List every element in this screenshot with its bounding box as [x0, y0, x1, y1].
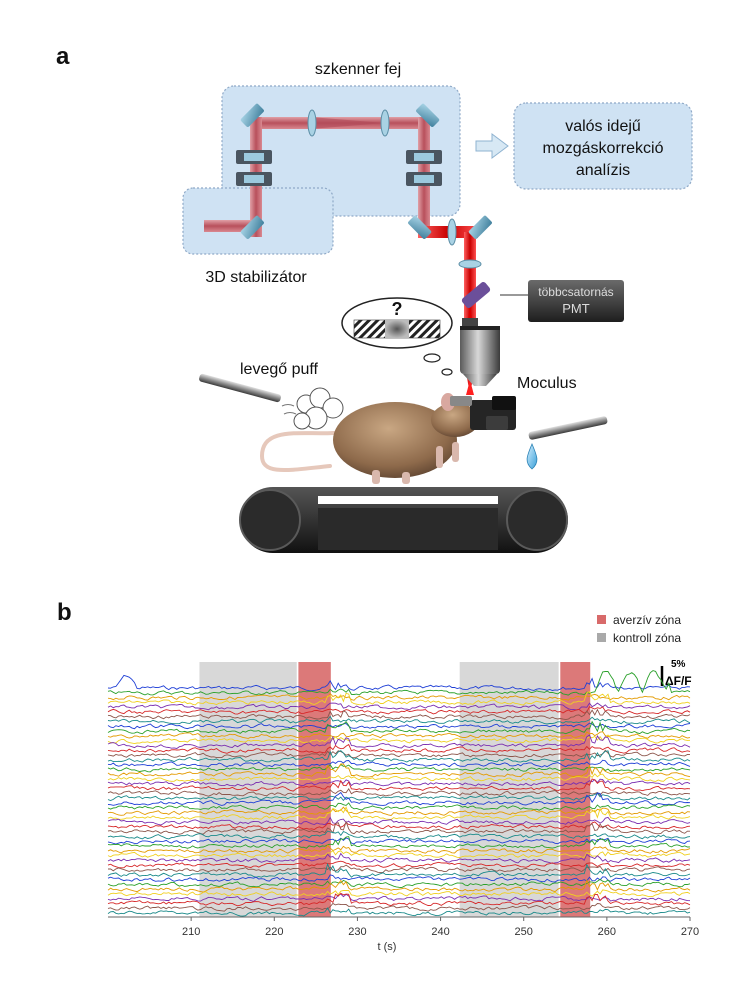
trace-line: [107, 849, 691, 859]
analysis-box: [513, 102, 693, 190]
lens-icon: [307, 109, 482, 269]
trace-line: [107, 852, 691, 864]
trace-line: [107, 892, 691, 907]
trace-line: [107, 763, 691, 778]
trace-line: [107, 879, 691, 893]
trace-line: [107, 670, 691, 696]
trace-line: [107, 874, 691, 883]
trace-line: [107, 674, 691, 692]
trace-line: [107, 706, 691, 715]
arrow-right-icon: [475, 133, 509, 159]
water-drop-icon: [526, 442, 538, 470]
trace-line: [107, 820, 690, 835]
trace-line: [107, 720, 691, 735]
air-puff-label: levegő puff: [240, 361, 319, 378]
trace-line: [107, 788, 691, 797]
trace-line: [107, 750, 691, 763]
x-tick-label: 250: [515, 926, 533, 938]
traces-group: [107, 670, 691, 917]
panel-b-letter: b: [57, 599, 72, 626]
water-spout-icon: [528, 416, 608, 440]
dichroic-mirror-icon: [461, 281, 491, 309]
x-tick-label: 260: [598, 926, 616, 938]
legend-aversive-swatch: [597, 615, 606, 624]
trace-line: [108, 864, 691, 874]
trace-line: [107, 806, 691, 821]
x-tick-label: 230: [348, 926, 366, 938]
trace-line: [107, 802, 691, 811]
trace-line: [107, 778, 691, 792]
analysis-line-3: analízis: [576, 162, 630, 179]
pmt-label-2: PMT: [562, 301, 590, 316]
legend-control-label: kontroll zóna: [613, 631, 681, 645]
trace-line: [107, 691, 691, 706]
trace-line: [107, 731, 691, 739]
scale-bar-unit: ΔF/F: [665, 674, 692, 688]
panel-a-letter: a: [56, 43, 70, 70]
moculus-headset-icon: [450, 396, 516, 430]
trace-line: [107, 734, 691, 749]
trace-line: [107, 778, 691, 787]
trace-line: [107, 830, 691, 840]
trace-line: [107, 759, 691, 768]
trace-line: [107, 749, 691, 759]
scale-bar: 5% ΔF/F: [660, 659, 692, 688]
trace-line: [107, 878, 691, 889]
trace-line: [107, 743, 691, 754]
treadmill: [239, 487, 568, 553]
trace-line: [107, 773, 691, 782]
analysis-line-1: valós idejű: [565, 118, 641, 135]
air-nozzle-icon: [199, 373, 281, 403]
objective-icon: [460, 318, 500, 386]
air-puff-cloud-icon: [281, 387, 344, 430]
legend-aversive-label: averzív zóna: [613, 613, 681, 627]
analysis-line-2: mozgáskorrekció: [543, 140, 664, 157]
trace-line: [107, 734, 691, 745]
legend-control-swatch: [597, 633, 606, 642]
pmt-label-1: többcsatornás: [538, 285, 613, 299]
trace-line: [107, 862, 691, 878]
trace-line: [107, 816, 691, 826]
trace-line: [107, 889, 691, 898]
x-axis-label: t (s): [378, 941, 397, 953]
x-tick-label: 210: [182, 926, 200, 938]
trace-line: [107, 907, 691, 917]
x-tick-label: 240: [431, 926, 449, 938]
trace-line: [107, 791, 691, 806]
moculus-label: Moculus: [517, 375, 577, 392]
stabilizer-label: 3D stabilizátor: [205, 269, 307, 286]
trace-line: [107, 836, 691, 849]
trace-line: [107, 708, 691, 721]
galvo-scanner-icon: [236, 150, 442, 186]
thought-bubble: [341, 297, 453, 376]
trace-line: [107, 837, 691, 845]
trace-line: [107, 806, 691, 816]
x-axis: 210 220 230 240 250 260 270: [108, 916, 699, 938]
question-mark: ?: [392, 299, 403, 319]
trace-line: [107, 702, 691, 711]
x-tick-label: 270: [681, 926, 699, 938]
legend: averzív zóna kontroll zóna: [597, 613, 681, 645]
trace-line: [107, 692, 691, 701]
scanner-head-label: szkenner fej: [315, 61, 401, 78]
pmt-box: [528, 280, 624, 322]
trace-line: [107, 763, 691, 773]
mouse-icon: [259, 393, 479, 484]
trace-line: [107, 860, 691, 869]
x-tick-label: 220: [265, 926, 283, 938]
trace-line: [107, 821, 691, 830]
trace-line: [107, 902, 691, 912]
trace-line: [107, 722, 691, 730]
mirror-icon: [240, 103, 492, 239]
trace-line: [107, 792, 691, 802]
trace-line: [107, 715, 691, 725]
scale-bar-value: 5%: [671, 659, 686, 670]
trace-line: [107, 844, 691, 854]
